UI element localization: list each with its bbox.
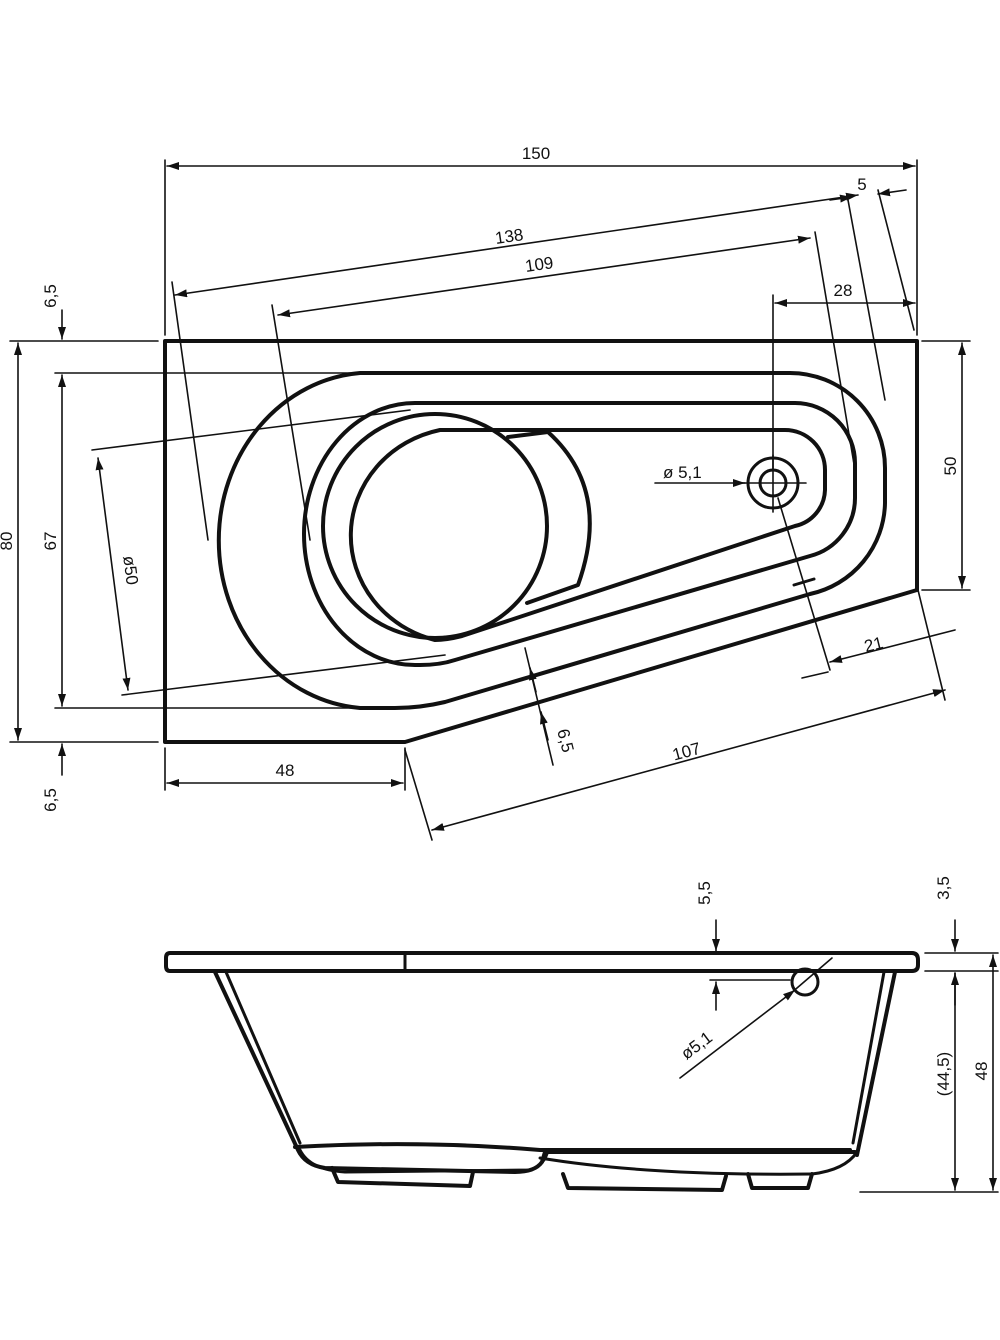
overflow-icon xyxy=(789,957,833,997)
tub-outline xyxy=(163,339,919,744)
tub-floor xyxy=(293,1142,852,1153)
rim-inner-edge xyxy=(216,371,887,710)
extension-lines xyxy=(9,159,971,841)
foot-left xyxy=(330,1166,475,1188)
dim-6-5-top: 6,5 xyxy=(41,284,60,308)
dim-109: 109 xyxy=(524,253,555,276)
dim-diameter-5-1: ø 5,1 xyxy=(663,463,702,482)
basin-edge xyxy=(302,401,857,667)
seat-circle xyxy=(321,412,549,640)
foot-right xyxy=(746,1172,814,1190)
side-extension-lines xyxy=(709,952,999,1193)
side-dimension-lines xyxy=(679,919,997,1191)
dim-50: 50 xyxy=(941,457,960,476)
side-view: 3,5 5,5 ø5,1 (44,5) 48 xyxy=(164,876,999,1193)
dim-5-5: 5,5 xyxy=(695,881,714,905)
dim-67: 67 xyxy=(41,532,60,551)
dim-6-5-bottom: 6,5 xyxy=(41,788,60,812)
tub-body-right xyxy=(855,970,897,1157)
dim-28: 28 xyxy=(834,281,853,300)
dim-138: 138 xyxy=(494,225,525,248)
dim-diameter-5-1-side: ø5,1 xyxy=(677,1028,716,1064)
dim-150: 150 xyxy=(522,144,550,163)
tub-body xyxy=(213,970,857,1174)
basin-floor xyxy=(348,428,827,642)
dim-80: 80 xyxy=(0,532,16,551)
dim-3-5: 3,5 xyxy=(934,876,953,900)
dim-48: 48 xyxy=(276,761,295,780)
top-view-labels: 150 138 109 5 28 80 67 6,5 6,5 50 ø50 ø … xyxy=(0,144,960,812)
dim-21: 21 xyxy=(862,633,885,656)
foot-mid xyxy=(561,1172,728,1192)
dimension-lines xyxy=(14,162,966,831)
dim-107: 107 xyxy=(670,739,702,765)
backrest-arc xyxy=(506,430,592,605)
dim-5: 5 xyxy=(857,175,866,194)
dim-6-5-slant: 6,5 xyxy=(553,727,577,755)
top-view: 150 138 109 5 28 80 67 6,5 6,5 50 ø50 ø … xyxy=(0,144,971,841)
dim-diameter-50: ø50 xyxy=(119,555,142,587)
dim-44-5: (44,5) xyxy=(934,1052,953,1096)
rim-profile xyxy=(164,951,920,973)
side-view-labels: 3,5 5,5 ø5,1 (44,5) 48 xyxy=(677,876,991,1096)
dim-48-side: 48 xyxy=(972,1062,991,1081)
